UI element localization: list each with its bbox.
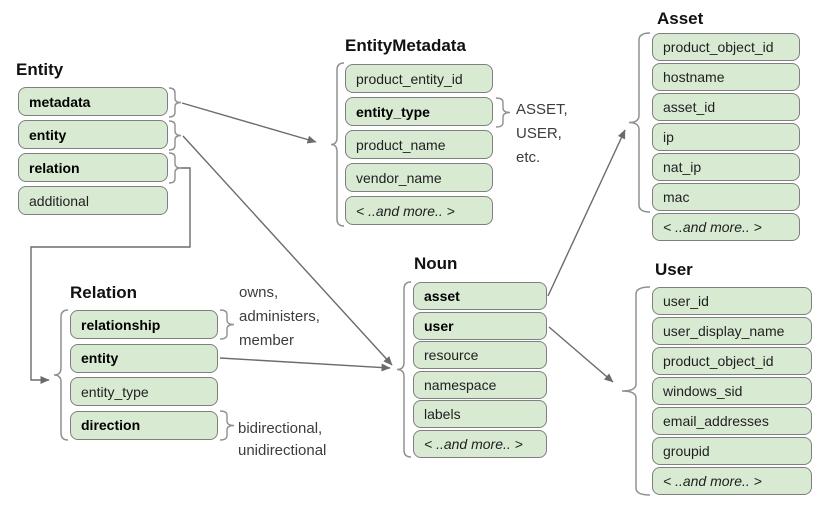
row-user-display-name: user_display_name <box>652 317 812 345</box>
asset-box: product_object_id hostname asset_id ip n… <box>652 33 800 243</box>
entitymetadata-box-title: EntityMetadata <box>345 36 466 55</box>
annotation-line: ASSET, <box>516 101 568 118</box>
row-and-more: < ..and more.. > <box>345 196 493 225</box>
annotation-braces <box>219 97 511 441</box>
row-product-entity-id: product_entity_id <box>345 64 493 93</box>
row-and-more: < ..and more.. > <box>652 213 800 241</box>
row-relation: relation <box>18 153 168 182</box>
row-namespace: namespace <box>413 370 547 399</box>
annotation-line: member <box>239 332 295 349</box>
annotation-line: administers, <box>239 308 320 325</box>
row-relationship: relationship <box>70 310 218 339</box>
arrow-entity-metadata-to-entitymetadata <box>181 102 317 144</box>
user-box: user_id user_display_name product_object… <box>652 287 812 497</box>
arrow-noun-user-to-user <box>548 326 614 383</box>
brace-asset-left <box>628 32 651 213</box>
row-asset: asset <box>413 282 547 310</box>
annotation-entity-type-values: ASSET, USER, etc. <box>516 98 568 170</box>
row-entity: entity <box>70 343 218 373</box>
arrow-relation-entity-to-noun <box>219 357 391 372</box>
brace-entity-relation <box>168 152 182 184</box>
entity-box-title: Entity <box>16 60 64 79</box>
row-user-id: user_id <box>652 287 812 315</box>
noun-box-title: Noun <box>414 254 458 273</box>
arrow-noun-asset-to-asset <box>547 129 626 297</box>
row-labels: labels <box>413 400 547 428</box>
relation-box: relationship entity entity_type directio… <box>70 310 218 444</box>
annotation-line: unidirectional <box>238 442 327 459</box>
brace-entitytype-values <box>495 97 511 128</box>
row-windows-sid: windows_sid <box>652 377 812 405</box>
brace-entity-metadata <box>168 87 182 118</box>
row-hostname: hostname <box>652 63 800 91</box>
row-resource: resource <box>413 341 547 369</box>
asset-box-title: Asset <box>657 9 704 28</box>
row-metadata: metadata <box>18 87 168 116</box>
row-nat-ip: nat_ip <box>652 153 800 181</box>
annotation-line: USER, <box>516 125 562 142</box>
brace-relation-left <box>53 309 69 441</box>
row-mac: mac <box>652 183 800 211</box>
relation-box-title: Relation <box>70 283 138 302</box>
row-user: user <box>413 311 547 340</box>
entitymetadata-box: product_entity_id entity_type product_na… <box>345 64 493 229</box>
brace-user-left <box>621 286 651 496</box>
arrow-entity-entity-to-noun <box>182 135 393 366</box>
entity-row-braces <box>168 87 182 184</box>
row-direction: direction <box>70 410 218 440</box>
row-groupid: groupid <box>652 437 812 465</box>
box-left-braces <box>53 32 651 496</box>
row-product-object-id: product_object_id <box>652 347 812 375</box>
user-box-title: User <box>655 260 693 279</box>
annotation-line: etc. <box>516 149 541 166</box>
brace-relationship-values <box>219 309 235 340</box>
row-entity: entity <box>18 120 168 149</box>
arrow-entity-relation-to-relation <box>30 167 191 384</box>
row-email-addresses: email_addresses <box>652 407 812 435</box>
row-vendor-name: vendor_name <box>345 163 493 192</box>
arrows <box>30 102 626 384</box>
row-asset-id: asset_id <box>652 93 800 121</box>
annotation-line: bidirectional, <box>238 420 323 437</box>
row-and-more: < ..and more.. > <box>413 429 547 458</box>
brace-entity-entity <box>168 120 182 151</box>
annotation-direction-values: bidirectional, unidirectional <box>238 418 326 462</box>
row-and-more: < ..and more.. > <box>652 467 812 495</box>
annotation-relationship-values: owns, administers, member <box>239 281 320 353</box>
brace-entitymetadata-left <box>330 62 345 227</box>
noun-box: asset user resource namespace labels < .… <box>413 282 547 459</box>
row-product-object-id: product_object_id <box>652 33 800 61</box>
brace-noun-left <box>396 281 412 458</box>
annotation-line: owns, <box>239 284 279 301</box>
row-additional: additional <box>18 186 168 215</box>
row-product-name: product_name <box>345 130 493 159</box>
brace-direction-values <box>219 410 235 441</box>
row-entity-type: entity_type <box>345 97 493 126</box>
row-entity-type: entity_type <box>70 377 218 406</box>
row-ip: ip <box>652 123 800 151</box>
entity-box: metadata entity relation additional <box>18 87 168 219</box>
